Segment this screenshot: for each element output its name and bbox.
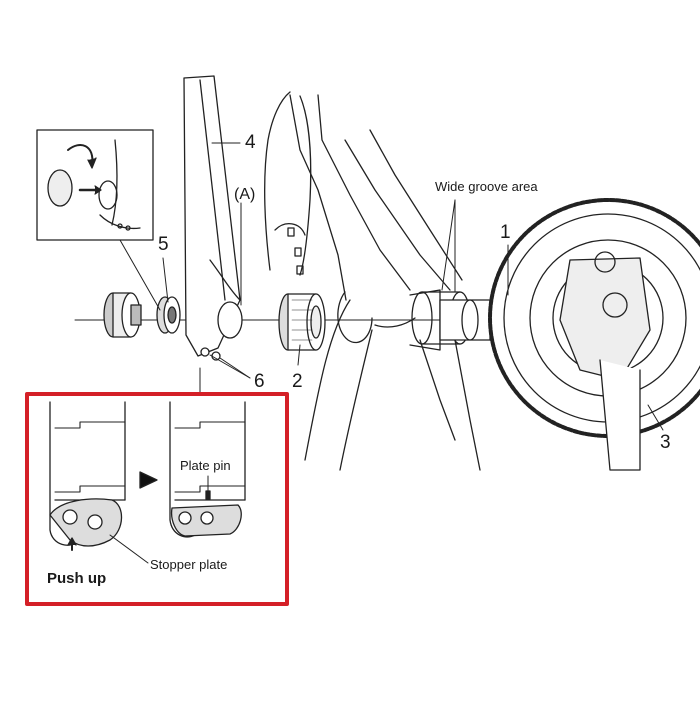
label-plate-pin: Plate pin	[180, 458, 231, 473]
detail-crank-before	[49, 401, 126, 551]
label-point-a: (A)	[234, 186, 256, 203]
label-part-6: 6	[254, 371, 265, 392]
label-part-2: 2	[292, 371, 303, 392]
bicycle-frame	[289, 94, 481, 471]
arrow-right-icon	[139, 471, 158, 489]
label-part-1: 1	[500, 222, 511, 243]
cap-tool	[103, 292, 142, 338]
cap-install-inset	[36, 129, 161, 311]
label-wide-groove-area: Wide groove area	[435, 179, 538, 194]
stopper-plate-leader	[109, 534, 149, 564]
label-stopper-plate: Stopper plate	[150, 557, 228, 572]
left-crank-arm	[183, 75, 243, 361]
detail-box-border	[25, 392, 289, 606]
label-part-5: 5	[158, 234, 169, 255]
leader-lines	[162, 142, 664, 431]
bottom-bracket-tool	[264, 91, 312, 276]
detail-crank-after	[169, 401, 246, 538]
label-push-up: Push up	[47, 570, 107, 587]
right-crank-chainring-3	[488, 198, 700, 471]
bb-cup-2	[278, 293, 326, 351]
crank-cap-5	[156, 296, 181, 334]
label-part-4: 4	[245, 132, 256, 153]
label-part-3: 3	[660, 432, 671, 453]
